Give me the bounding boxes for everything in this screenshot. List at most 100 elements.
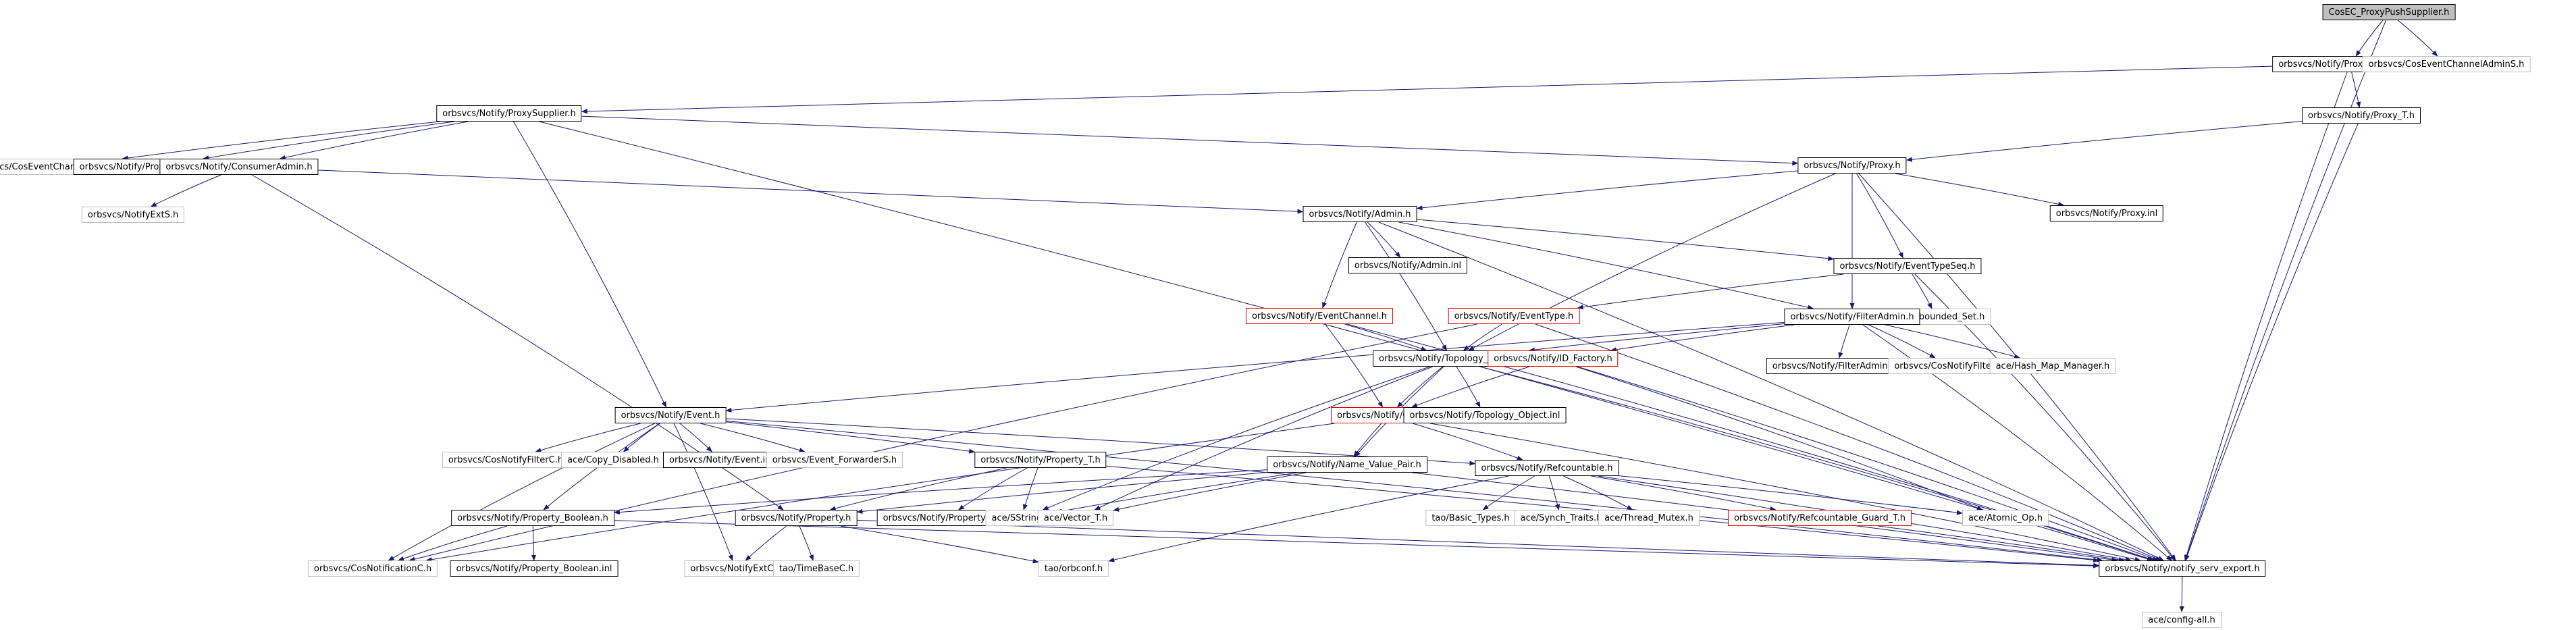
edge-fa-to-nse (1862, 324, 2172, 561)
edge-prop-to-nse (857, 519, 2100, 568)
node-cnfc: orbsvcs/CosNotifyFilterC.h (442, 452, 570, 468)
edge-event-to-eventinl (679, 423, 713, 452)
node-event[interactable]: orbsvcs/Notify/Event.h (614, 407, 727, 423)
node-fainl[interactable]: orbsvcs/Notify/FilterAdmin.inl (1766, 358, 1908, 374)
node-proxyinl[interactable]: orbsvcs/Notify/Proxy.inl (2049, 205, 2164, 221)
edge-fa-to-event (725, 321, 1785, 413)
node-etseq[interactable]: orbsvcs/Notify/EventTypeSeq.h (1833, 258, 1982, 274)
edge-admin-to-fa (1398, 221, 1814, 310)
edge-prop-to-orbconf (840, 525, 1039, 564)
node-hmm: ace/Hash_Map_Manager.h (1989, 358, 2116, 374)
node-propbinl[interactable]: orbsvcs/Notify/Property_Boolean.inl (450, 560, 619, 577)
edge-event-to-propt (726, 421, 976, 454)
node-root[interactable]: CosEC_ProxyPushSupplier.h (2322, 4, 2456, 20)
edge-pst-to-ps (581, 65, 2273, 114)
node-ca[interactable]: orbsvcs/Notify/ConsumerAdmin.h (159, 159, 319, 175)
edge-nvp-to-vect (1113, 472, 1307, 512)
edge-root-to-nse (2184, 20, 2387, 561)
edge-ps-to-cecac (122, 121, 440, 161)
edge-etseq-to-ubs (1912, 273, 1933, 309)
node-pt[interactable]: orbsvcs/Notify/Proxy_T.h (2301, 107, 2421, 124)
edge-admin-to-admininl (1367, 221, 1401, 258)
edge-refc-to-synch (1548, 475, 1560, 510)
node-rgt[interactable]: orbsvcs/Notify/Refcountable_Guard_T.h (1727, 510, 1912, 526)
edge-propt-to-sstr (1022, 467, 1039, 510)
node-nexts: orbsvcs/NotifyExtS.h (81, 207, 185, 223)
edge-refc-to-tmutex (1563, 475, 1633, 510)
edge-pt-to-proxy (1905, 121, 2303, 162)
edge-ps-to-nse (538, 121, 2153, 562)
node-prop[interactable]: orbsvcs/Notify/Property.h (735, 510, 858, 526)
node-tbc: tao/TimeBaseC.h (772, 560, 860, 577)
node-fa[interactable]: orbsvcs/Notify/FilterAdmin.h (1784, 309, 1920, 325)
edge-obj-to-nse (1430, 423, 2141, 562)
node-propb[interactable]: orbsvcs/Notify/Property_Boolean.h (451, 510, 614, 526)
edge-fa-to-topo (1528, 323, 1785, 352)
node-nse[interactable]: orbsvcs/Notify/notify_serv_export.h (2099, 560, 2266, 577)
edge-ec-to-obj (1324, 323, 1384, 408)
edge-refc-to-orbconf (1108, 475, 1509, 562)
edge-ps-to-event (512, 121, 667, 408)
edge-nvp-to-sstr (1055, 472, 1298, 514)
edge-ps-to-psinl (203, 121, 454, 161)
edge-et-to-topo (1463, 323, 1502, 351)
edge-rgt-to-nse (1877, 525, 2125, 562)
edge-nvp-to-propb (613, 469, 1267, 515)
edge-nvp-to-prop (856, 472, 1267, 514)
node-ec[interactable]: orbsvcs/Notify/EventChannel.h (1245, 308, 1394, 324)
node-idf[interactable]: orbsvcs/Notify/ID_Factory.h (1488, 350, 1619, 367)
edge-ec-to-topo (1344, 323, 1427, 351)
node-efs: orbsvcs/Event_ForwarderS.h (766, 452, 903, 468)
node-nvp[interactable]: orbsvcs/Notify/Name_Value_Pair.h (1267, 456, 1427, 473)
node-eventinl[interactable]: orbsvcs/Notify/Event.inl (663, 452, 779, 468)
edge-pst-to-nse (2184, 72, 2348, 561)
edge-event-to-cnfc (535, 423, 641, 453)
edge-event-to-efs (700, 423, 806, 453)
node-cecas: orbsvcs/CosEventChannelAdminS.h (2362, 56, 2531, 72)
node-tbt: tao/Basic_Types.h (1425, 510, 1516, 526)
edge-idf-to-atomic (1575, 366, 1983, 510)
edge-prop-to-tbc (799, 525, 814, 561)
edge-proxy-to-proxyinl (1895, 173, 2065, 207)
edge-idf-to-obj (1411, 366, 1530, 408)
edge-prop-to-nextc (745, 525, 787, 561)
edge-obj-to-nvp (1353, 423, 1382, 457)
edge-admin-to-ec (1322, 221, 1357, 309)
node-et[interactable]: orbsvcs/Notify/EventType.h (1448, 308, 1580, 324)
edge-root-to-pst (2355, 20, 2384, 57)
edge-event-to-nextc (673, 423, 733, 561)
edge-admin-to-nse (1378, 221, 2164, 561)
node-orbconf: tao/orbconf.h (1038, 560, 1109, 577)
edge-topo-to-vect (1094, 366, 1433, 510)
edge-fa-to-cnfs (1868, 324, 1936, 359)
edge-ca-to-admin (318, 169, 1304, 214)
node-admininl[interactable]: orbsvcs/Notify/Admin.inl (1348, 257, 1468, 273)
node-tmutex: ace/Thread_Mutex.h (1598, 510, 1700, 526)
node-ps[interactable]: orbsvcs/Notify/ProxySupplier.h (436, 105, 582, 122)
edge-event-to-copyd (623, 423, 660, 452)
edge-fa-to-fainl (1838, 324, 1850, 359)
edge-refc-to-rgt (1591, 475, 1777, 511)
edge-proxy-to-etseq (1856, 173, 1903, 259)
edge-refc-to-atomic (1619, 475, 1963, 515)
node-admin[interactable]: orbsvcs/Notify/Admin.h (1303, 206, 1417, 222)
node-copyd: ace/Copy_Disabled.h (561, 452, 665, 468)
edge-idf-to-nse (1577, 366, 2159, 561)
edge-topo-to-topoinl (1456, 366, 1481, 408)
node-propt[interactable]: orbsvcs/Notify/Property_T.h (974, 452, 1107, 468)
node-topoinl[interactable]: orbsvcs/Notify/Topology_Object.inl (1403, 407, 1567, 423)
edge-pt-to-nse (2185, 123, 2359, 561)
edge-admin-to-topo (1365, 221, 1447, 351)
edge-proxy-to-topo (1468, 173, 1836, 351)
edge-proxy-to-admin (1416, 170, 1798, 211)
node-nextc: orbsvcs/NotifyExtC.h (684, 560, 788, 577)
edge-event-to-nse (726, 420, 2103, 562)
edge-event-to-cnc (388, 423, 655, 561)
edge-propb-to-nse (614, 520, 2100, 569)
node-vect: ace/Vector_T.h (1037, 510, 1114, 526)
node-proxy[interactable]: orbsvcs/Notify/Proxy.h (1797, 157, 1907, 174)
node-refc[interactable]: orbsvcs/Notify/Refcountable.h (1475, 460, 1619, 476)
edge-admin-to-etseq (1417, 219, 1835, 261)
edge-ca-to-nexts (150, 174, 221, 207)
edge-propt-to-prop (829, 467, 1007, 511)
